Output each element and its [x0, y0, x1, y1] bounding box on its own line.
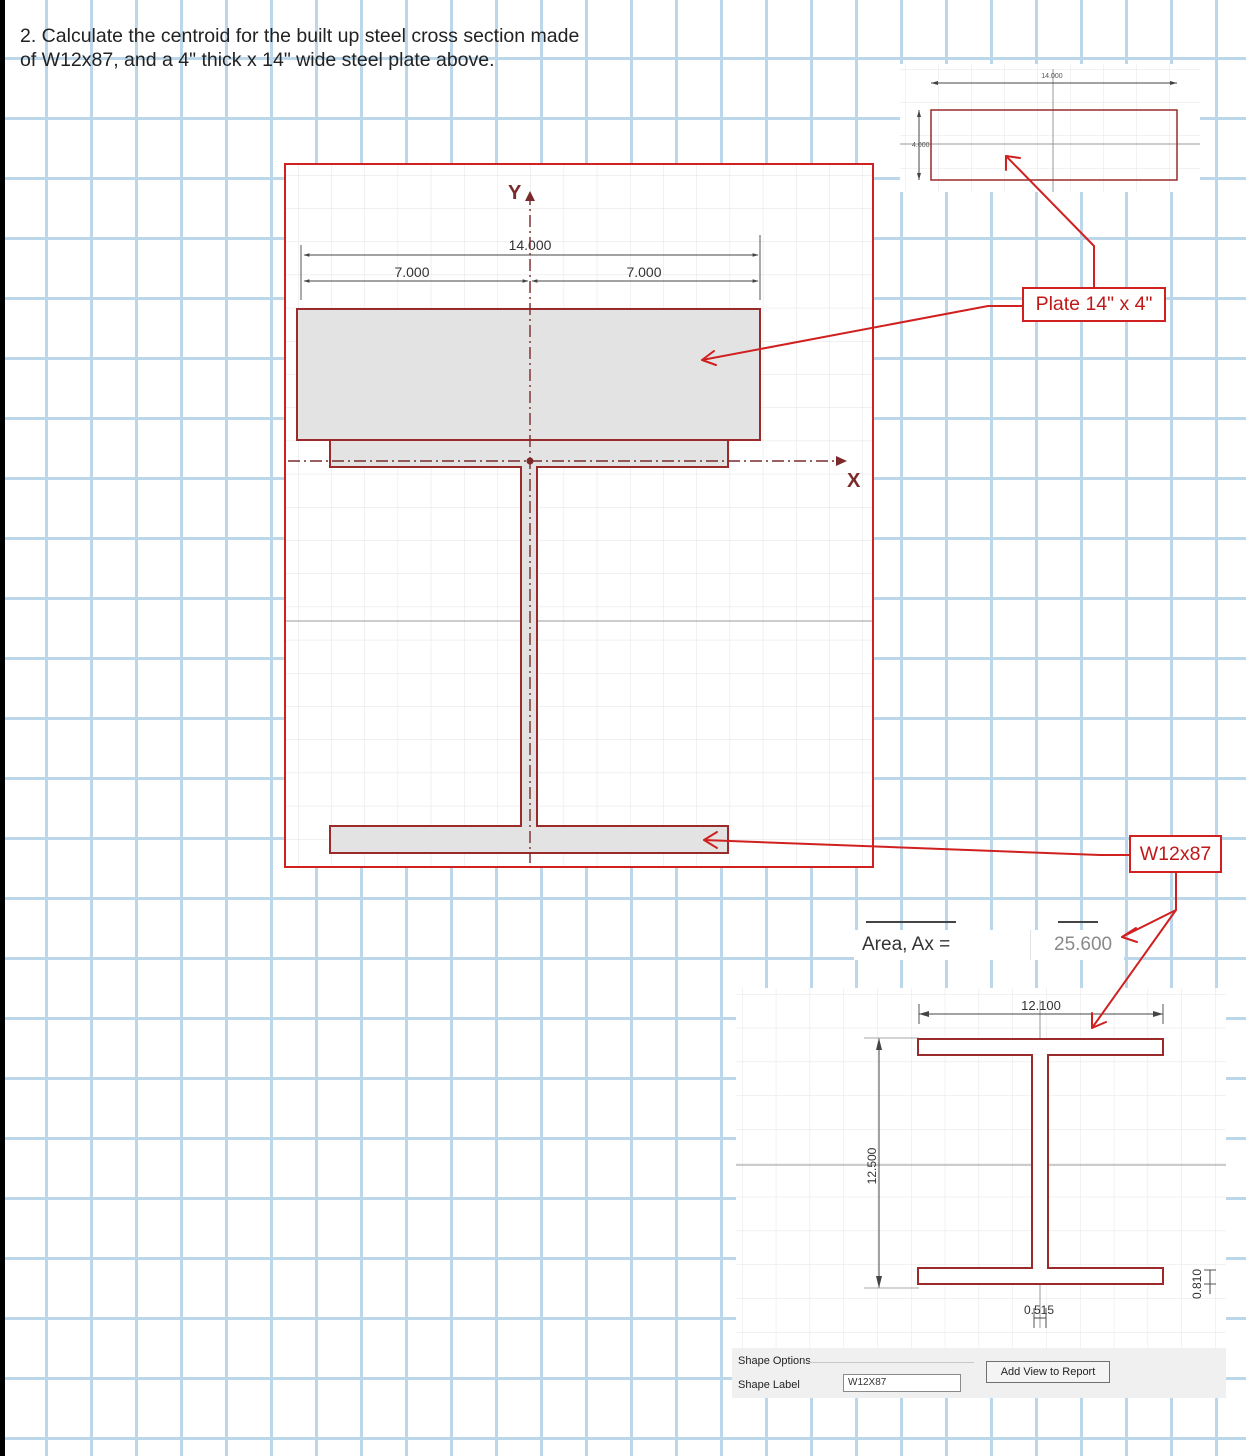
w-shape-view: 12.100 12.500 0.515 0.810	[736, 988, 1226, 1348]
left-edge-bar	[0, 0, 5, 1456]
flange-width-dimension: 12.100	[1021, 998, 1061, 1013]
plate-height-dimension: 4.000	[912, 142, 930, 149]
plate-width-dimension: 14.000	[1041, 73, 1063, 80]
shape-options-title: Shape Options	[738, 1355, 811, 1367]
built-up-section-view: 14.000 7.000 7.000 Y X	[284, 163, 874, 868]
group-divider	[808, 1362, 974, 1363]
centroid-point	[526, 457, 534, 465]
area-label: Area, Ax =	[862, 934, 951, 955]
steel-plate-shape	[296, 308, 761, 441]
shape-label-caption: Shape Label	[738, 1379, 800, 1391]
left-width-label: 7.000	[394, 264, 429, 280]
area-value: 25.600	[1054, 934, 1113, 955]
question-line-1: 2. Calculate the centroid for the built …	[20, 25, 580, 47]
web-thickness-dimension: 0.515	[1024, 1303, 1054, 1317]
flange-thickness-dimension: 0.810	[1190, 1269, 1204, 1299]
wshape-leader-area	[1121, 872, 1177, 938]
right-width-label: 7.000	[626, 264, 661, 280]
shape-options-panel: Shape Options Shape Label W12X87 Add Vie…	[732, 1348, 1226, 1398]
question-line-2: of W12x87, and a 4" thick x 14" wide ste…	[20, 49, 495, 71]
question-text: 2. Calculate the centroid for the built …	[20, 24, 660, 72]
w-shape-outline	[917, 1038, 1164, 1285]
y-axis-label: Y	[508, 182, 522, 204]
area-property-row: Area, Ax = 25.600	[854, 930, 1124, 960]
view-border	[284, 163, 874, 868]
plate-inset-view: 14.000 4.000	[900, 64, 1200, 192]
shape-label-input[interactable]: W12X87	[843, 1374, 961, 1392]
cropped-text-fragment	[1058, 921, 1098, 923]
w-shape-callout: W12x87	[1129, 835, 1222, 873]
depth-dimension: 12.500	[865, 1147, 879, 1184]
plate-callout: Plate 14" x 4"	[1022, 287, 1166, 322]
cropped-text-fragment	[866, 921, 956, 923]
x-axis-label: X	[847, 470, 861, 492]
add-view-to-report-button[interactable]: Add View to Report	[986, 1361, 1110, 1383]
column-separator	[1030, 930, 1031, 960]
